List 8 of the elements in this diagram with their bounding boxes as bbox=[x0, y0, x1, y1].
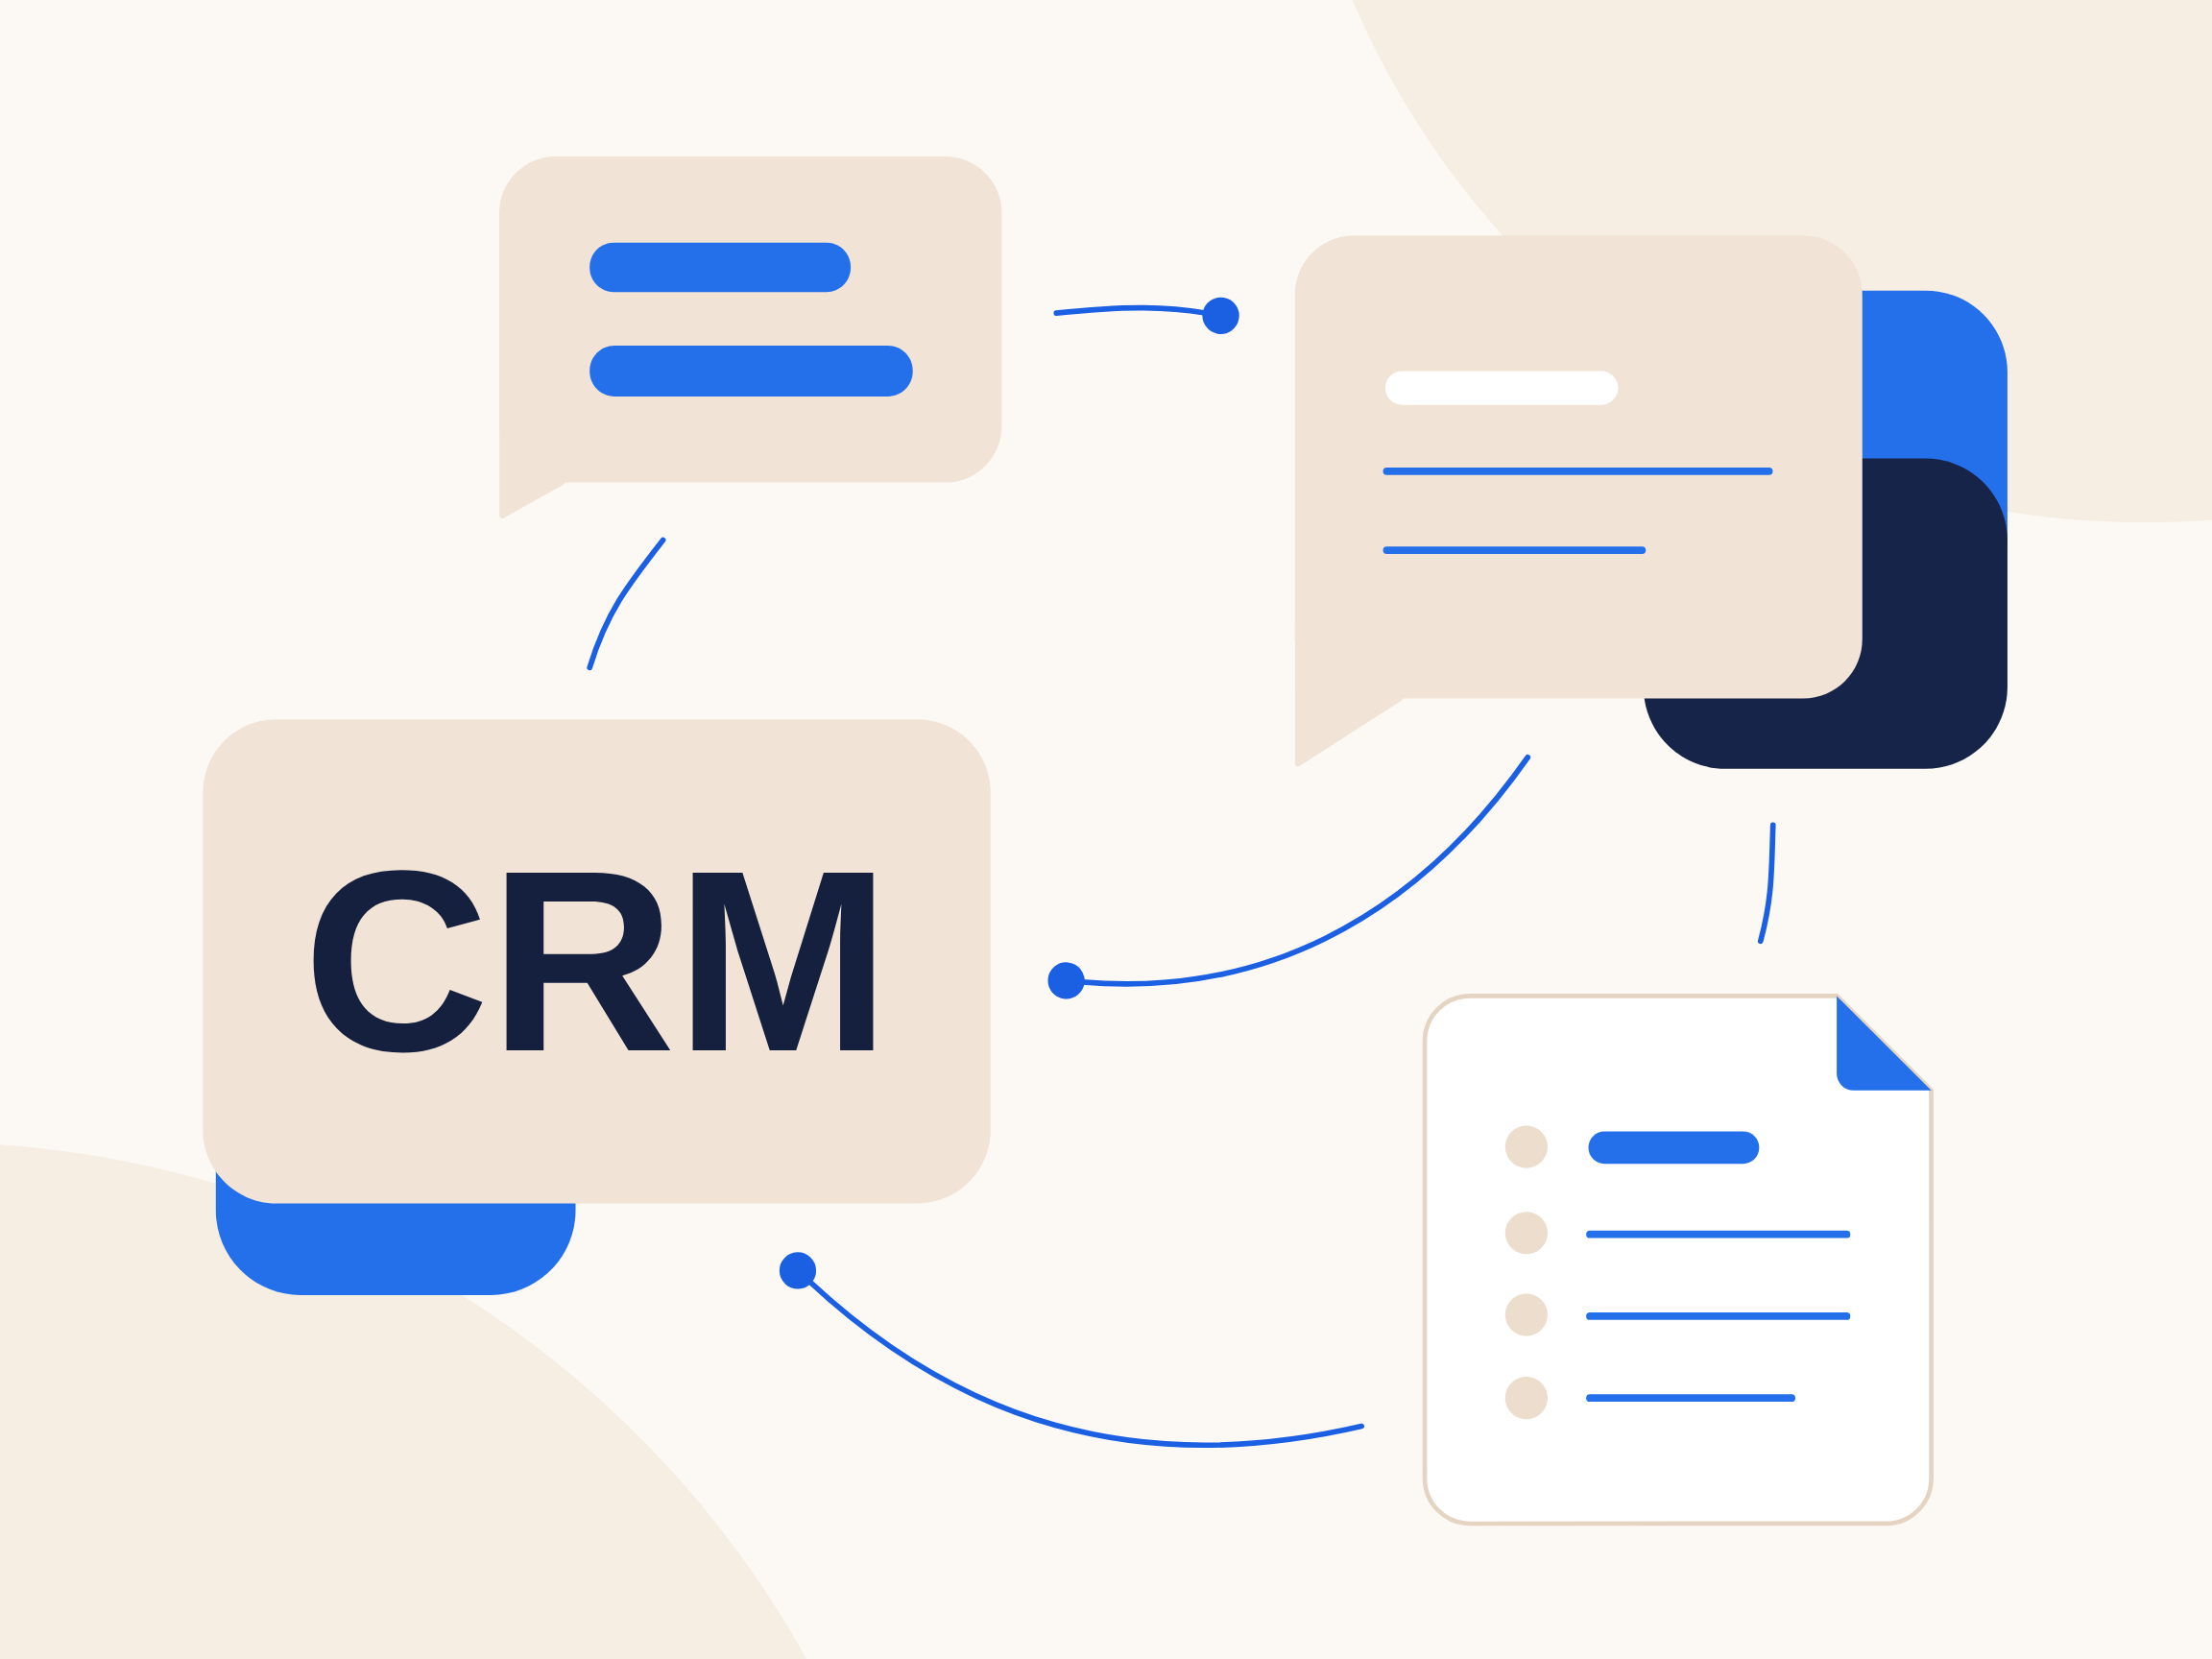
text-card: CRM bbox=[203, 719, 991, 1295]
chat-bubble bbox=[1294, 235, 2008, 769]
connector bbox=[587, 537, 666, 671]
connector bbox=[779, 1252, 1365, 1449]
chat-bubble bbox=[499, 156, 1002, 518]
connector bbox=[1047, 754, 1531, 999]
connector bbox=[1053, 297, 1239, 334]
connector bbox=[1757, 822, 1776, 945]
